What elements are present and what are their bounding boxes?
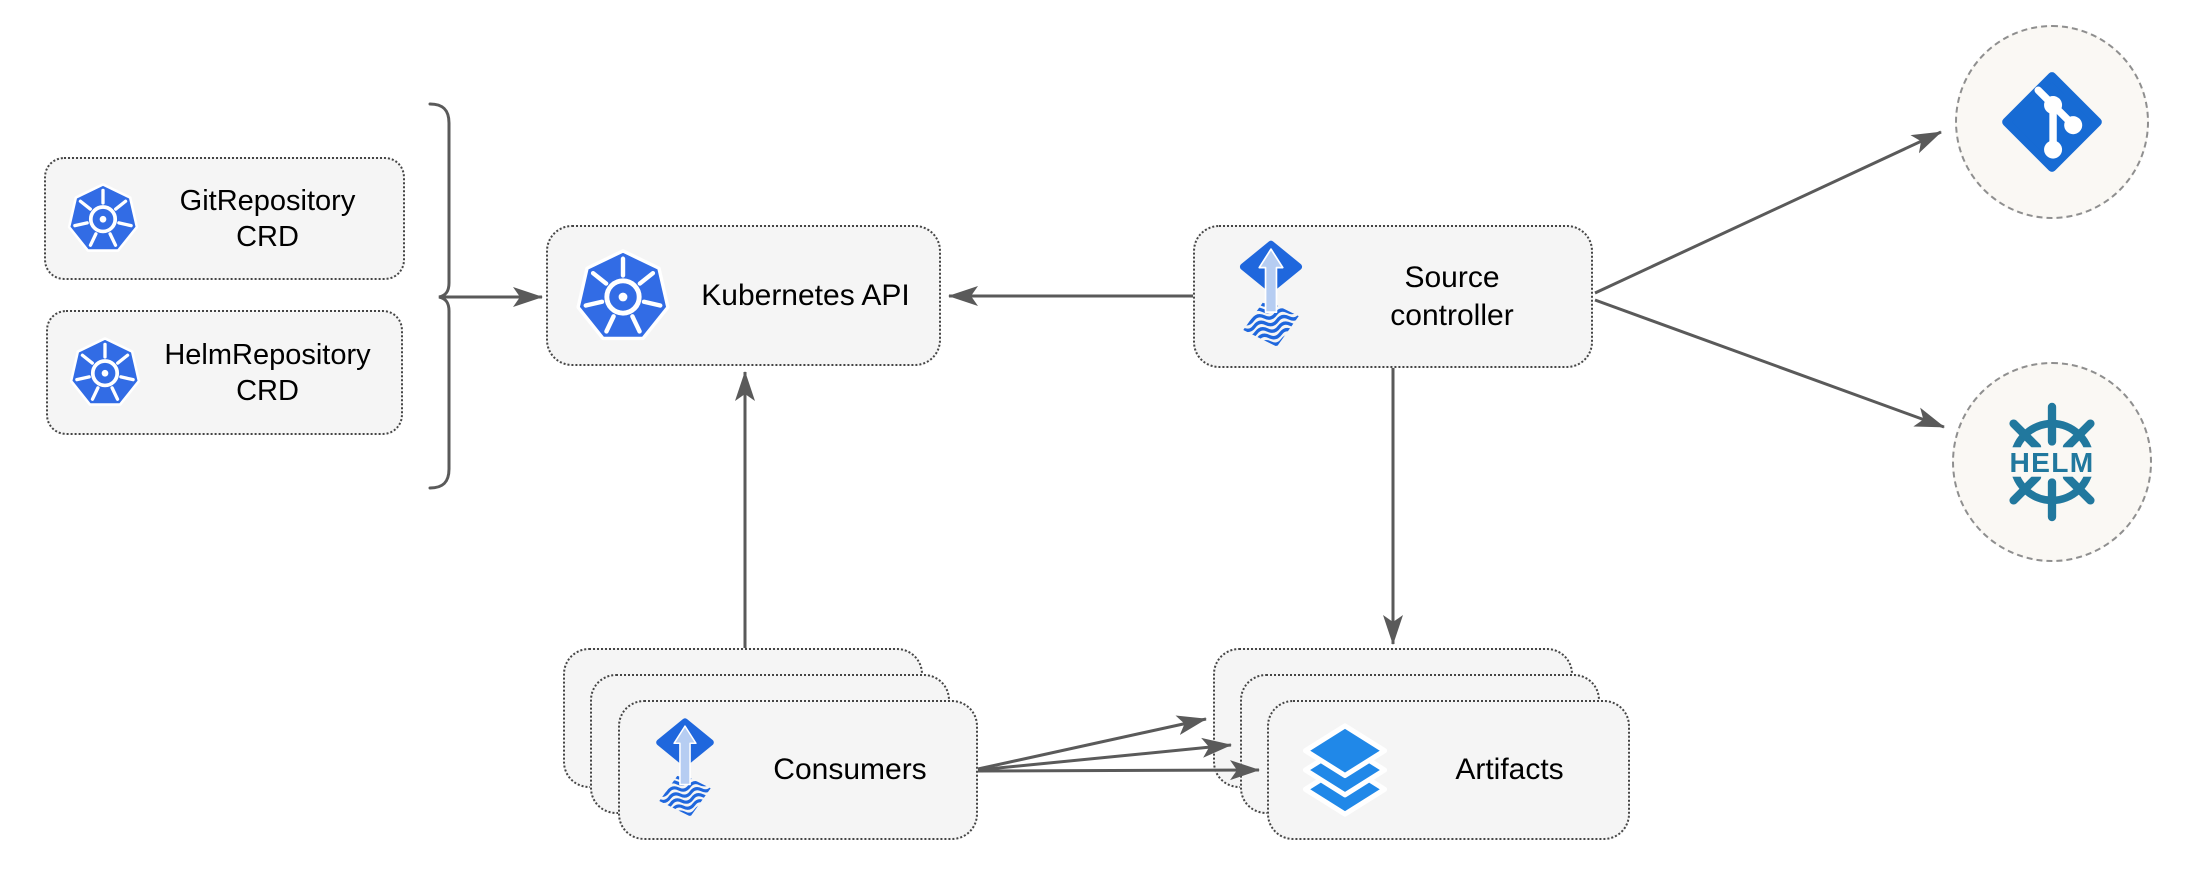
node-gitrepository-crd: GitRepository CRD	[44, 157, 405, 280]
stack-artifacts: Artifacts	[1213, 648, 1630, 841]
git-icon	[1999, 69, 2105, 175]
crd-group-brace	[428, 102, 451, 490]
stack-consumers: Consumers	[563, 648, 979, 841]
layers-icon	[1299, 723, 1391, 817]
node-label: Source controller	[1390, 260, 1514, 332]
kubernetes-icon	[574, 245, 672, 347]
helm-icon: HELM	[1988, 398, 2116, 526]
node-label: Kubernetes API	[701, 278, 910, 312]
node-label: Artifacts	[1455, 753, 1564, 786]
edge-source-controller-to-helm	[1594, 298, 1945, 429]
edge-consumers-to-artifacts-1	[977, 715, 1207, 771]
endpoint-helm: HELM	[1952, 362, 2152, 562]
kubernetes-icon	[68, 334, 142, 411]
node-label: GitRepository CRD	[179, 184, 356, 253]
node-consumers: Consumers	[618, 700, 978, 840]
node-source-controller: Source controller	[1193, 225, 1593, 368]
flux-icon	[1229, 238, 1313, 356]
node-artifacts: Artifacts	[1267, 700, 1630, 840]
edge-source-controller-to-git	[1594, 130, 1942, 295]
node-kubernetes-api: Kubernetes API	[546, 225, 941, 366]
endpoint-git	[1955, 25, 2149, 219]
node-label: HelmRepository CRD	[164, 338, 371, 407]
kubernetes-icon	[66, 180, 140, 257]
edge-consumers-to-artifacts-2	[977, 737, 1232, 772]
helm-label: HELM	[2010, 447, 2095, 478]
node-helmrepository-crd: HelmRepository CRD	[46, 310, 403, 435]
node-label: Consumers	[773, 753, 927, 786]
flux-icon	[646, 716, 724, 825]
